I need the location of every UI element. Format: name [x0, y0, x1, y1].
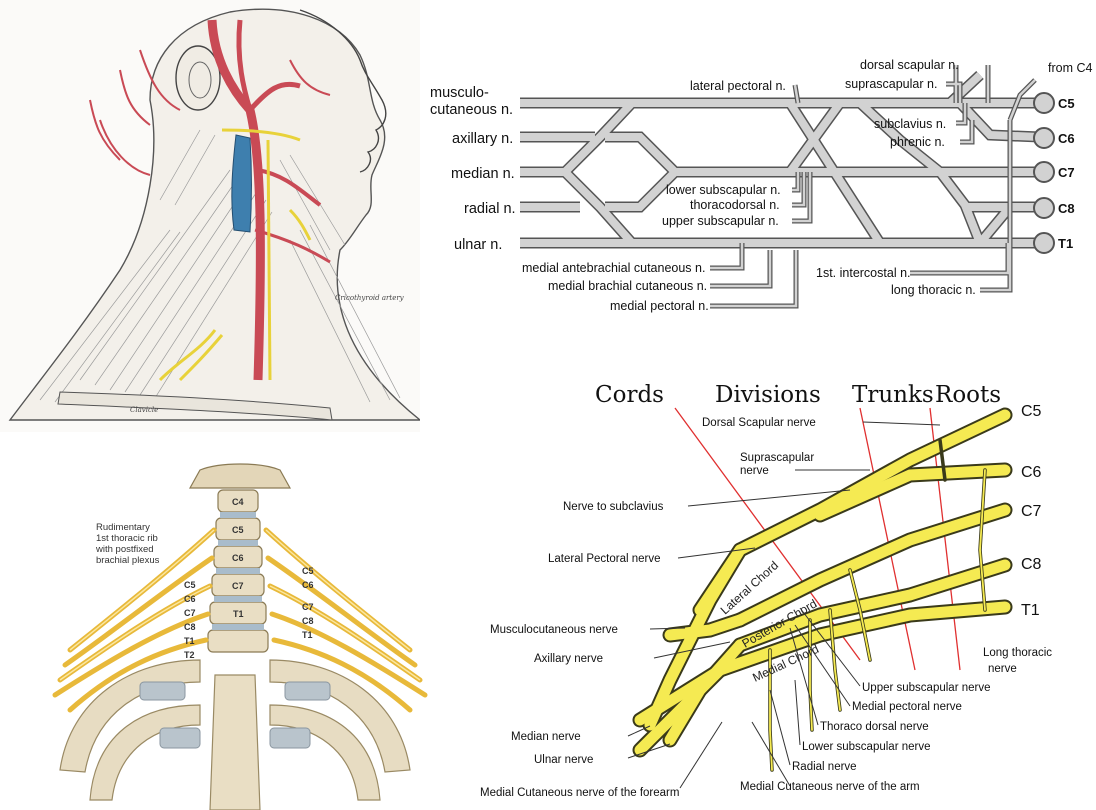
spine-note-line3: with postfixed — [95, 544, 154, 555]
plexus-root-t1: T1 — [1021, 602, 1040, 619]
label-suprascapular-1: Suprascapular — [740, 452, 814, 464]
plexus-root-c5: C5 — [1021, 403, 1042, 420]
label-upper-subscapular: Upper subscapular nerve — [862, 682, 991, 694]
cricothyroid-label: Cricothyroid artery — [335, 294, 405, 302]
vert-t1: T1 — [233, 609, 244, 619]
schem-medial-brachial: medial brachial cutaneous n. — [548, 279, 707, 293]
spine-right-t1: T1 — [302, 630, 313, 640]
spine-left-c5: C5 — [184, 580, 196, 590]
schem-thoracodorsal: thoracodorsal n. — [690, 198, 780, 212]
spine-right-c6: C6 — [302, 580, 314, 590]
label-ulnar: Ulnar nerve — [534, 754, 593, 766]
root-circle-c6 — [1034, 128, 1054, 148]
header-cords: Cords — [595, 382, 664, 408]
plexus-root-c6: C6 — [1021, 464, 1042, 481]
schem-root-c5: C5 — [1058, 96, 1075, 111]
schem-subclavius: subclavius n. — [874, 117, 946, 131]
spine-right-c8: C8 — [302, 616, 314, 626]
label-dorsal-scapular: Dorsal Scapular nerve — [702, 417, 816, 429]
schem-medial-pectoral: medial pectoral n. — [610, 299, 709, 313]
schem-musculo: musculo- — [430, 85, 489, 101]
schem-root-c7: C7 — [1058, 165, 1075, 180]
root-circle-t1 — [1034, 233, 1054, 253]
spine-left-t2: T2 — [184, 650, 195, 660]
schem-lower-subscapular: lower subscapular n. — [666, 183, 781, 197]
spine-left-c7: C7 — [184, 608, 196, 618]
label-lateral-pectoral: Lateral Pectoral nerve — [548, 553, 661, 565]
label-medial-cutaneous-arm: Medial Cutaneous nerve of the arm — [740, 781, 920, 793]
plexus-schematic: .tube { fill:none; stroke:#555; stroke-w… — [420, 0, 1096, 330]
vert-c6: C6 — [232, 553, 244, 563]
label-thoraco-dorsal: Thoraco dorsal nerve — [820, 721, 929, 733]
spine-left-c6: C6 — [184, 594, 196, 604]
label-musculocutaneous: Musculocutaneous nerve — [490, 624, 618, 636]
spine-left-t1: T1 — [184, 636, 195, 646]
header-trunks: Trunks — [852, 382, 934, 408]
header-roots: Roots — [935, 382, 1001, 408]
spine-note-line2: 1st thoracic rib — [96, 533, 158, 544]
schem-median: median n. — [451, 166, 515, 182]
root-circle-c5 — [1034, 93, 1054, 113]
schem-from-c4: from C4 — [1048, 61, 1093, 75]
root-circle-c8 — [1034, 198, 1054, 218]
header-divisions: Divisions — [715, 382, 821, 408]
spine-left-c8: C8 — [184, 622, 196, 632]
label-suprascapular-2: nerve — [740, 465, 769, 477]
schem-root-c8: C8 — [1058, 201, 1075, 216]
vert-c4: C4 — [232, 497, 244, 507]
label-median: Median nerve — [511, 731, 581, 743]
label-medial-pectoral: Medial pectoral nerve — [852, 701, 962, 713]
label-long-thoracic-1: Long thoracic — [983, 647, 1052, 659]
root-circle-c7 — [1034, 162, 1054, 182]
spine-right-c7: C7 — [302, 602, 314, 612]
label-medial-cutaneous-forearm: Medial Cutaneous nerve of the forearm — [480, 787, 679, 799]
schem-upper-subscapular: upper subscapular n. — [662, 214, 779, 228]
clavicle-label: Clavicle — [130, 406, 158, 414]
schem-dorsal-scapular: dorsal scapular n. — [860, 58, 959, 72]
neck-illustration: Clavicle Cricothyroid artery — [0, 0, 420, 432]
label-axillary: Axillary nerve — [534, 653, 603, 665]
label-radial: Radial nerve — [792, 761, 857, 773]
schem-ulnar: ulnar n. — [454, 237, 502, 253]
schem-root-c6: C6 — [1058, 131, 1075, 146]
plexus-labelled-diagram: Cords Divisions Trunks Roots — [440, 370, 1096, 810]
label-lower-subscapular: Lower subscapular nerve — [802, 741, 931, 753]
spine-note-line4: brachial plexus — [96, 555, 160, 566]
schem-axillary: axillary n. — [452, 131, 513, 147]
schem-phrenic: phrenic n. — [890, 135, 945, 149]
schem-radial: radial n. — [464, 201, 516, 217]
schem-medial-antebrachial: medial antebrachial cutaneous n. — [522, 261, 705, 275]
schem-cutaneous: cutaneous n. — [430, 102, 513, 118]
vert-c7: C7 — [232, 581, 244, 591]
plexus-root-c8: C8 — [1021, 556, 1042, 573]
vert-c5: C5 — [232, 525, 244, 535]
spine-illustration: Rudimentary 1st thoracic rib with postfi… — [0, 460, 440, 810]
spine-note-line1: Rudimentary — [96, 522, 150, 533]
schem-root-t1: T1 — [1058, 236, 1073, 251]
spine-right-c5: C5 — [302, 566, 314, 576]
schem-first-intercostal: 1st. intercostal n. — [816, 266, 911, 280]
plexus-root-c7: C7 — [1021, 503, 1042, 520]
schem-lateral-pectoral: lateral pectoral n. — [690, 79, 786, 93]
label-long-thoracic-2: nerve — [988, 663, 1017, 675]
schem-suprascapular: suprascapular n. — [845, 77, 937, 91]
schem-long-thoracic: long thoracic n. — [891, 283, 976, 297]
label-nerve-subclavius: Nerve to subclavius — [563, 501, 664, 513]
